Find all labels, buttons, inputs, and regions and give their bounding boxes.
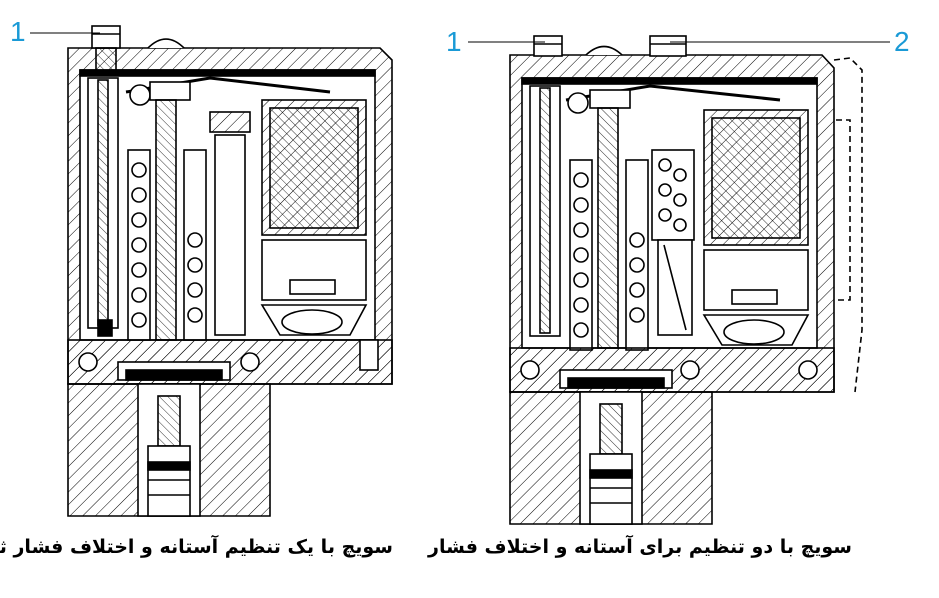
left-callout-1: 1: [10, 16, 100, 47]
right-switch-drawing: [509, 35, 863, 525]
callout-right-1-label: 1: [446, 26, 462, 57]
caption-left: سویچ با یک تنظیم آستانه و اختلاف فشار ثا…: [0, 536, 393, 558]
callout-right-2-label: 2: [894, 26, 910, 57]
caption-right: سویچ با دو تنظیم برای آستانه و اختلاف فش…: [428, 536, 852, 558]
right-callout-1: 1: [446, 26, 545, 57]
callout-left-1-label: 1: [10, 16, 26, 47]
right-spring-differential: [651, 149, 695, 336]
right-callout-2: 2: [670, 26, 910, 57]
left-switch-drawing: [67, 25, 393, 517]
right-spring-main: [569, 159, 649, 351]
